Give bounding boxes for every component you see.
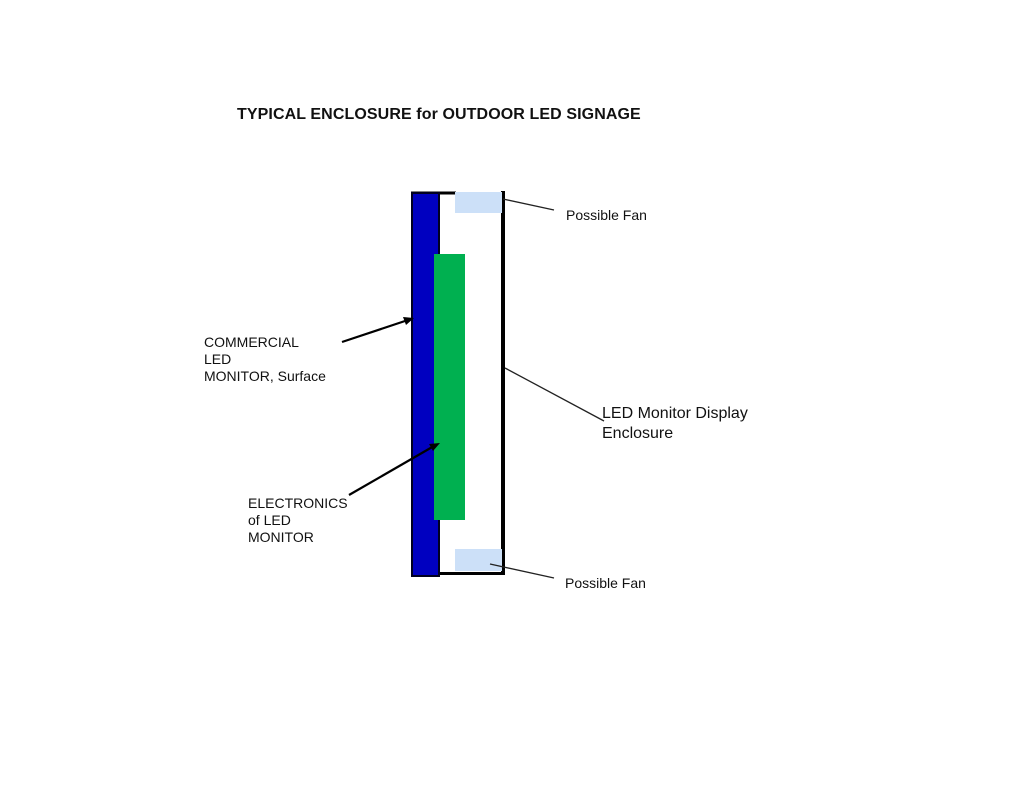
- leader-fan-bottom: [489, 563, 555, 579]
- leader-fan-top: [502, 198, 555, 211]
- leader-enclosure: [504, 367, 605, 422]
- arrow-electronics: [348, 443, 440, 496]
- label-fan-top: Possible Fan: [566, 207, 647, 223]
- arrow-monitor-surface: [341, 317, 414, 344]
- diagram-title: TYPICAL ENCLOSURE for OUTDOOR LED SIGNAG…: [237, 106, 641, 123]
- label-fan-bottom: Possible Fan: [565, 575, 646, 591]
- fan-top: [455, 192, 502, 213]
- fan-bottom: [455, 549, 502, 571]
- monitor-electronics: [434, 254, 465, 520]
